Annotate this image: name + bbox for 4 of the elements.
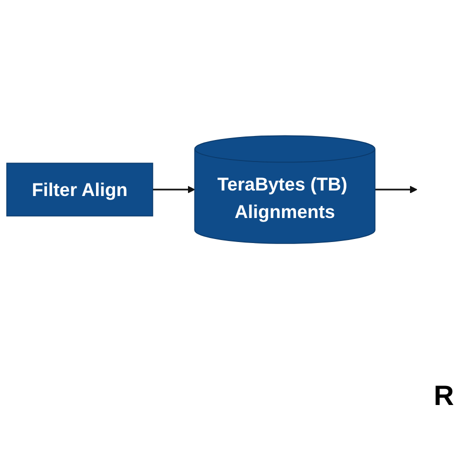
arrow [152,186,195,194]
label-text: R [434,380,454,411]
node-box: Filter Align [6,163,154,217]
arrow [375,186,418,194]
